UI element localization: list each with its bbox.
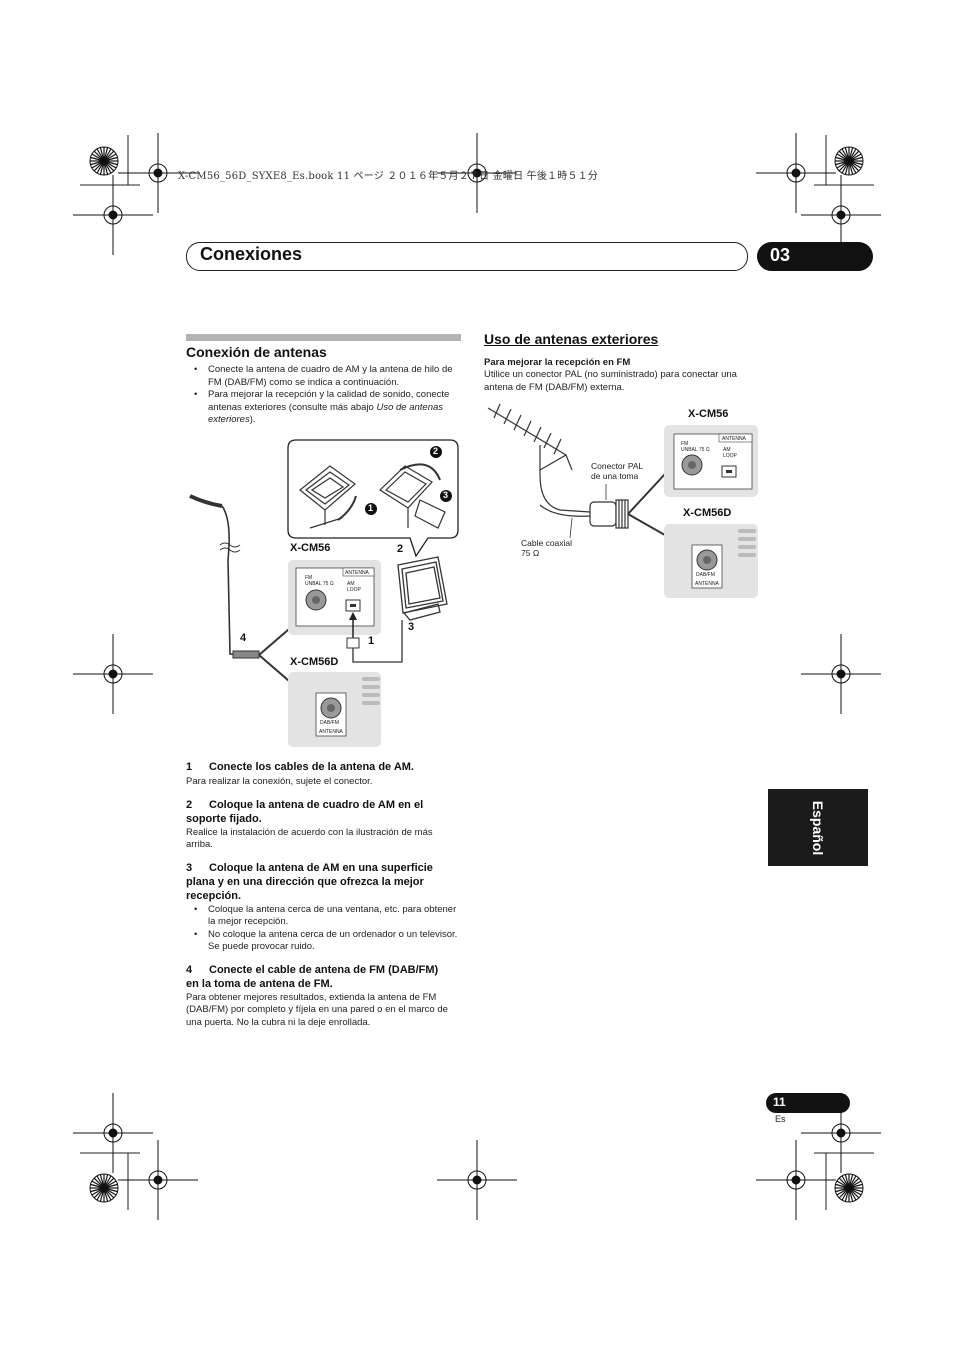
panel-fm-label-r: FM [681, 441, 689, 447]
page-number-badge [766, 1093, 850, 1113]
model-label-xcm56-right: X-CM56 [688, 408, 729, 420]
model-label-xcm56d-right: X-CM56D [683, 507, 732, 519]
circled-step-2: 2 [433, 446, 439, 456]
page-title: Conexiones [200, 244, 303, 264]
panel-unbal-label: UNBAL 75 Ω [305, 581, 334, 587]
panel-antenna-label-d: ANTENNA [319, 729, 343, 735]
registration-cross [756, 1140, 836, 1220]
registration-sunburst [834, 146, 864, 176]
panel-loop-label-r: LOOP [723, 453, 737, 459]
cross-reference: Uso de antenas exteriores [208, 401, 444, 426]
registration-cross [801, 634, 881, 714]
bullet-text-end: ). [249, 414, 256, 425]
bullet-item: Para mejorar la recepción y la calidad d… [186, 389, 462, 427]
panel-unbal-label-r: UNBAL 75 Ω [681, 447, 710, 453]
registration-cross [437, 133, 517, 213]
registration-sunburst [89, 1173, 119, 1203]
chapter-number: 03 [770, 245, 791, 265]
registration-cross [118, 133, 198, 213]
registration-cross [801, 175, 881, 255]
registration-cross [73, 175, 153, 255]
callout-1: 1 [368, 635, 375, 647]
panel-antenna-label-r: ANTENNA [722, 436, 746, 442]
panel-loop-label: LOOP [347, 587, 361, 593]
panel-am-label-r: AM [723, 447, 731, 453]
circled-step-1: 1 [368, 503, 374, 513]
section-heading-outdoor: Uso de antenas exteriores [484, 331, 659, 347]
registration-cross [118, 1140, 198, 1220]
callout-3: 3 [408, 621, 415, 633]
model-label-xcm56d: X-CM56D [290, 656, 339, 668]
panel-fm-label: FM [305, 575, 313, 581]
panel-antenna-label-rd: ANTENNA [695, 581, 719, 587]
page-number: 11 [773, 1095, 786, 1109]
page-language: Es [775, 1114, 786, 1124]
registration-sunburst [89, 146, 119, 176]
registration-cross [437, 1140, 517, 1220]
section-heading-antennas: Conexión de antenas [186, 344, 327, 360]
registration-sunburst [834, 1173, 864, 1203]
registration-cross [756, 133, 836, 213]
callout-2: 2 [397, 543, 404, 555]
panel-dabfm-label: DAB/FM [320, 720, 339, 726]
registration-cross [73, 1093, 153, 1173]
language-tab-label: Español [810, 800, 826, 855]
model-label-xcm56: X-CM56 [290, 542, 331, 554]
bullet-item: No coloque la antena cerca de un ordenad… [186, 929, 462, 954]
callout-4: 4 [240, 632, 247, 644]
step-4-text: Para obtener mejores resultados, extiend… [186, 991, 448, 1028]
antenna-bullets: Conecte la antena de cuadro de AM y la a… [186, 364, 462, 427]
step-1-text: Para realizar la conexión, sujete el con… [186, 776, 373, 787]
bullet-item: Coloque la antena cerca de una ventana, … [186, 904, 462, 929]
registration-cross [73, 634, 153, 714]
circled-step-3: 3 [443, 490, 449, 500]
outdoor-text: Utilice un conector PAL (no suministrado… [484, 369, 737, 393]
section-bar [186, 334, 461, 341]
panel-am-label: AM [347, 581, 355, 587]
print-header: X-CM56_56D_SYXE8_Es.book 11 ページ ２０１６年５月２… [178, 171, 599, 182]
step-2-text: Realice la instalación de acuerdo con la… [186, 826, 433, 851]
chapter-badge [757, 242, 873, 271]
panel-antenna-label: ANTENNA [345, 570, 369, 576]
title-bar [186, 242, 748, 271]
panel-dabfm-label-r: DAB/FM [696, 572, 715, 578]
bullet-item: Conecte la antena de cuadro de AM y la a… [186, 364, 462, 389]
step-3-bullets: Coloque la antena cerca de una ventana, … [186, 904, 462, 954]
language-tab [768, 789, 868, 866]
bullet-text: Para mejorar la recepción y la calidad d… [208, 389, 450, 413]
subheading-fm: Para mejorar la recepción en FM [484, 357, 631, 368]
